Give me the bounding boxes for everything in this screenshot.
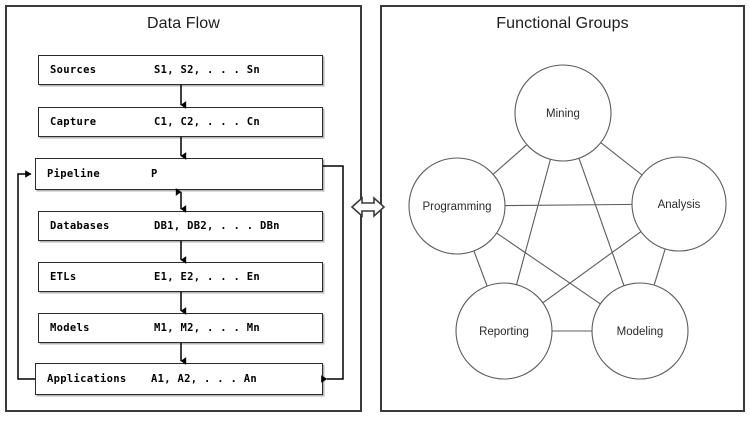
flow-box-value: S1, S2, . . . Sn [154,64,260,76]
flow-box-databases[interactable]: Databases DB1, DB2, . . . DBn [38,211,323,241]
functional-groups-panel-title: Functional Groups [496,15,629,32]
flow-box-capture[interactable]: Capture C1, C2, . . . Cn [38,107,323,137]
flow-box-label: Applications [47,373,127,385]
flow-box-pipeline[interactable]: Pipeline P [35,158,323,190]
flow-box-label: Capture [50,116,97,128]
flow-box-value: P [151,168,158,180]
flow-box-sources[interactable]: Sources S1, S2, . . . Sn [38,55,323,85]
flow-box-value: M1, M2, . . . Mn [154,322,260,334]
flow-box-value: E1, E2, . . . En [154,271,260,283]
flow-box-models[interactable]: Models M1, M2, . . . Mn [38,313,323,343]
data-flow-panel-title: Data Flow [147,15,220,32]
flow-box-value: A1, A2, . . . An [151,373,257,385]
functional-groups-panel: Functional Groups [380,5,745,412]
flow-box-label: Sources [50,64,97,76]
flow-box-value: C1, C2, . . . Cn [154,116,260,128]
flow-box-label: Pipeline [47,168,100,180]
flow-box-value: DB1, DB2, . . . DBn [154,220,280,232]
flow-box-label: Databases [50,220,110,232]
flow-box-etls[interactable]: ETLs E1, E2, . . . En [38,262,323,292]
flow-box-label: ETLs [50,271,77,283]
flow-box-label: Models [50,322,90,334]
flow-box-applications[interactable]: Applications A1, A2, . . . An [35,363,323,395]
